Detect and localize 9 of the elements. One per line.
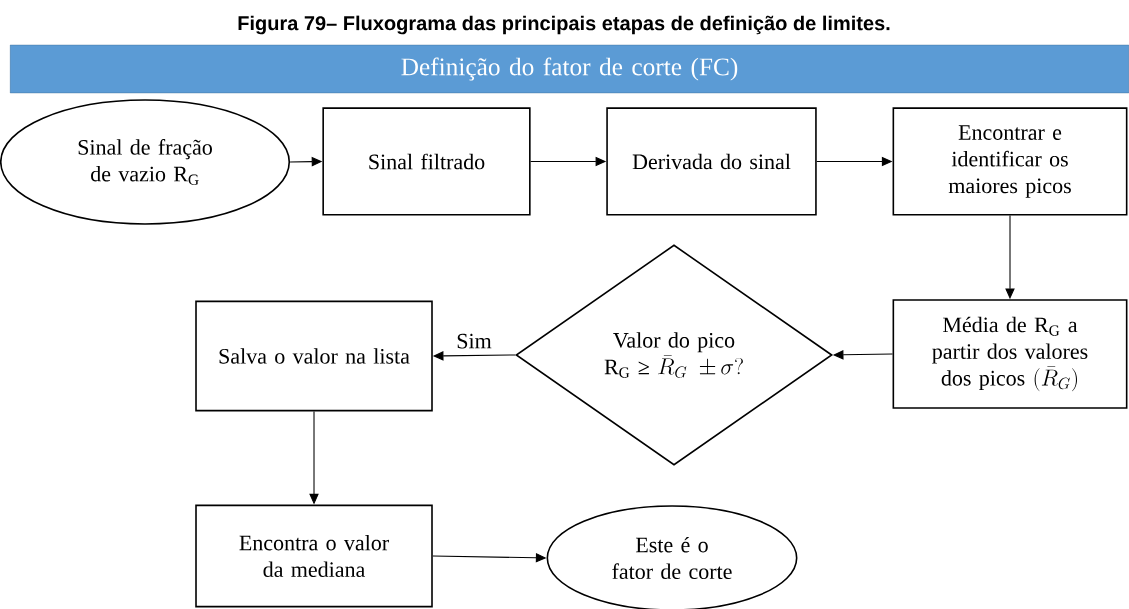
process-box: Salva o valor na lista <box>195 300 433 412</box>
edge-label: Sim <box>454 332 494 350</box>
process-box: Sinal filtrado <box>322 107 531 216</box>
heading-band: Definição do fator de corte (FC) <box>9 44 1129 94</box>
figure-title: Figura 79– Fluxograma das principais etapas de definição de limites. <box>238 15 890 35</box>
process-box: Média de R$_{G}$ a partir dos valores dos picos $(\bar{R}_G)$ <box>892 299 1128 409</box>
process-box: Encontra o valor da mediana <box>195 504 433 608</box>
process-box: Derivada do sinal <box>606 107 817 216</box>
process-box: Encontrar e identificar os maiores picos <box>892 107 1128 216</box>
